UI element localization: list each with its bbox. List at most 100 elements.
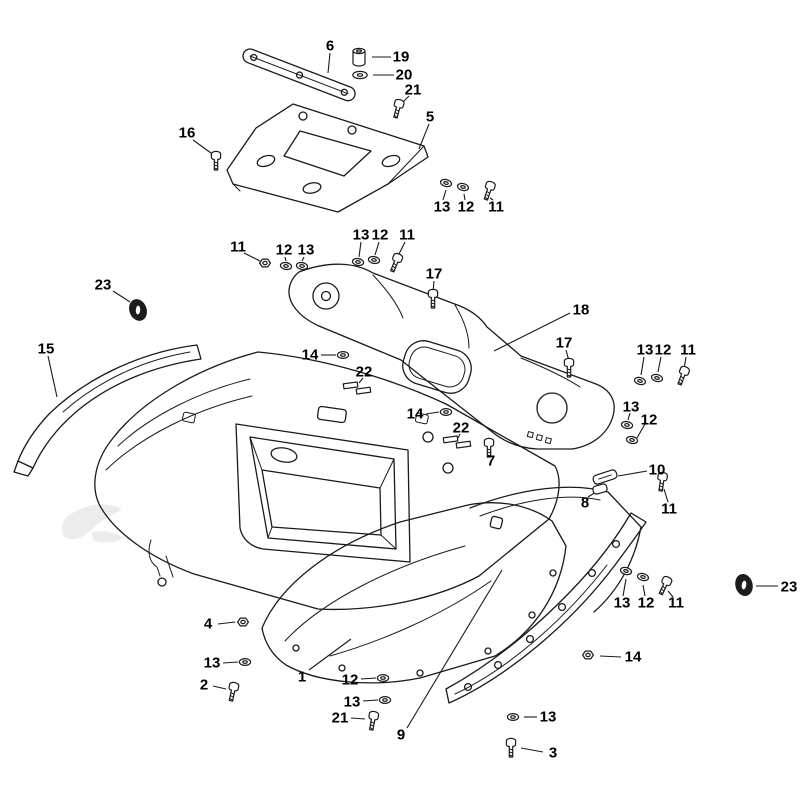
callout-12: 12 [275, 241, 293, 259]
washer-icon-14 [439, 407, 453, 417]
callout-12: 12 [637, 594, 655, 612]
part-rear-fender-edge [469, 486, 642, 613]
part-main-body-pan [94, 351, 560, 611]
bolt-icon-2 [228, 681, 240, 702]
washer-icon-13 [351, 257, 365, 267]
washer-icon-13 [619, 566, 633, 576]
callout-13: 13 [539, 708, 557, 726]
callout-22: 22 [355, 363, 373, 381]
leader-line-12 [636, 423, 646, 439]
callout-9: 9 [396, 726, 406, 744]
callout-11: 11 [668, 594, 684, 612]
leader-line-22 [457, 433, 461, 439]
callout-8: 8 [580, 494, 590, 512]
washer-icon-14 [336, 350, 350, 360]
leader-line-14 [599, 655, 622, 658]
callout-12: 12 [640, 411, 658, 429]
washer-wide-icon-20 [352, 70, 368, 80]
leader-line-12 [360, 677, 377, 680]
bolt-icon-16 [210, 150, 222, 171]
callout-21: 21 [331, 709, 349, 727]
leader-line-13 [362, 699, 379, 702]
plate-icon-10 [592, 469, 618, 485]
callout-17: 17 [555, 334, 573, 352]
part-front-fender-1 [261, 502, 567, 684]
leader-line-12 [642, 584, 646, 597]
leader-line-12 [374, 241, 380, 256]
leader-line-22 [358, 377, 364, 384]
leader-line-18 [493, 312, 571, 352]
washer-icon-12 [650, 373, 664, 383]
bolt-icon-11 [677, 365, 691, 386]
callout-11: 11 [399, 226, 415, 244]
leader-lines [47, 52, 778, 753]
leader-line-14 [425, 411, 440, 415]
callout-14: 14 [624, 648, 642, 666]
leader-line-2 [212, 685, 227, 690]
clip-icon-22 [342, 381, 372, 395]
part-left-rail-15 [13, 344, 202, 477]
parts-line-art [13, 48, 647, 704]
callout-10: 10 [648, 461, 666, 479]
leader-line-4 [217, 621, 236, 625]
callout-13: 13 [343, 693, 361, 711]
leader-line-11 [667, 590, 674, 598]
bolt-icon-7 [483, 437, 495, 458]
leader-line-13 [442, 189, 447, 201]
bolt-icon-21 [393, 98, 405, 119]
bolt-icon-11 [658, 575, 673, 596]
bolt-icon-11 [483, 180, 496, 201]
leader-line-12 [657, 356, 662, 373]
leader-line-21 [350, 717, 366, 720]
callout-19: 19 [392, 48, 410, 66]
callout-23: 23 [94, 276, 112, 294]
callout-2: 2 [199, 676, 209, 694]
callout-14: 14 [406, 405, 424, 423]
leader-line-13 [222, 661, 239, 664]
leader-line-23 [112, 290, 131, 303]
leader-line-11 [243, 252, 261, 262]
leader-line-10 [617, 470, 648, 477]
leader-line-13 [358, 241, 362, 258]
callout-6: 6 [325, 37, 335, 55]
callout-23: 23 [780, 578, 798, 596]
callout-12: 12 [341, 671, 359, 689]
leader-line-11 [663, 488, 669, 503]
leader-line-13 [627, 412, 631, 421]
washer-icon-13 [378, 695, 392, 705]
callout-12: 12 [457, 198, 475, 216]
grommet-icon-23 [735, 574, 753, 596]
callout-22: 22 [452, 419, 470, 437]
callout-16: 16 [178, 124, 196, 142]
callout-3: 3 [548, 744, 558, 762]
washer-icon-13 [238, 657, 252, 667]
leader-line-5 [418, 123, 430, 150]
callout-1: 1 [297, 668, 307, 686]
callout-5: 5 [425, 108, 435, 126]
bolt-icon-17 [427, 288, 439, 309]
washer-icon-13 [506, 712, 520, 722]
washer-icon-12 [636, 572, 650, 582]
callout-12: 12 [654, 341, 672, 359]
callout-13: 13 [203, 654, 221, 672]
leader-line-12 [284, 256, 287, 262]
part-support-bar-6 [242, 48, 356, 102]
bushing-icon-19 [352, 47, 366, 67]
leader-line-16 [192, 139, 212, 154]
callout-13: 13 [622, 398, 640, 416]
leader-line-12 [463, 193, 466, 201]
leader-line-9 [406, 569, 503, 729]
grommet-icon-23 [129, 299, 147, 321]
callout-14: 14 [301, 346, 319, 364]
leader-line-11 [489, 197, 494, 201]
washer-icon-13 [633, 376, 647, 386]
washer-icon-13 [295, 261, 309, 271]
bolt-icon-3 [505, 737, 517, 758]
callout-13: 13 [352, 226, 370, 244]
pad-icon-8 [592, 483, 608, 495]
callout-7: 7 [486, 452, 496, 470]
hardware-icons [129, 47, 753, 758]
washer-icon-12 [376, 673, 390, 683]
